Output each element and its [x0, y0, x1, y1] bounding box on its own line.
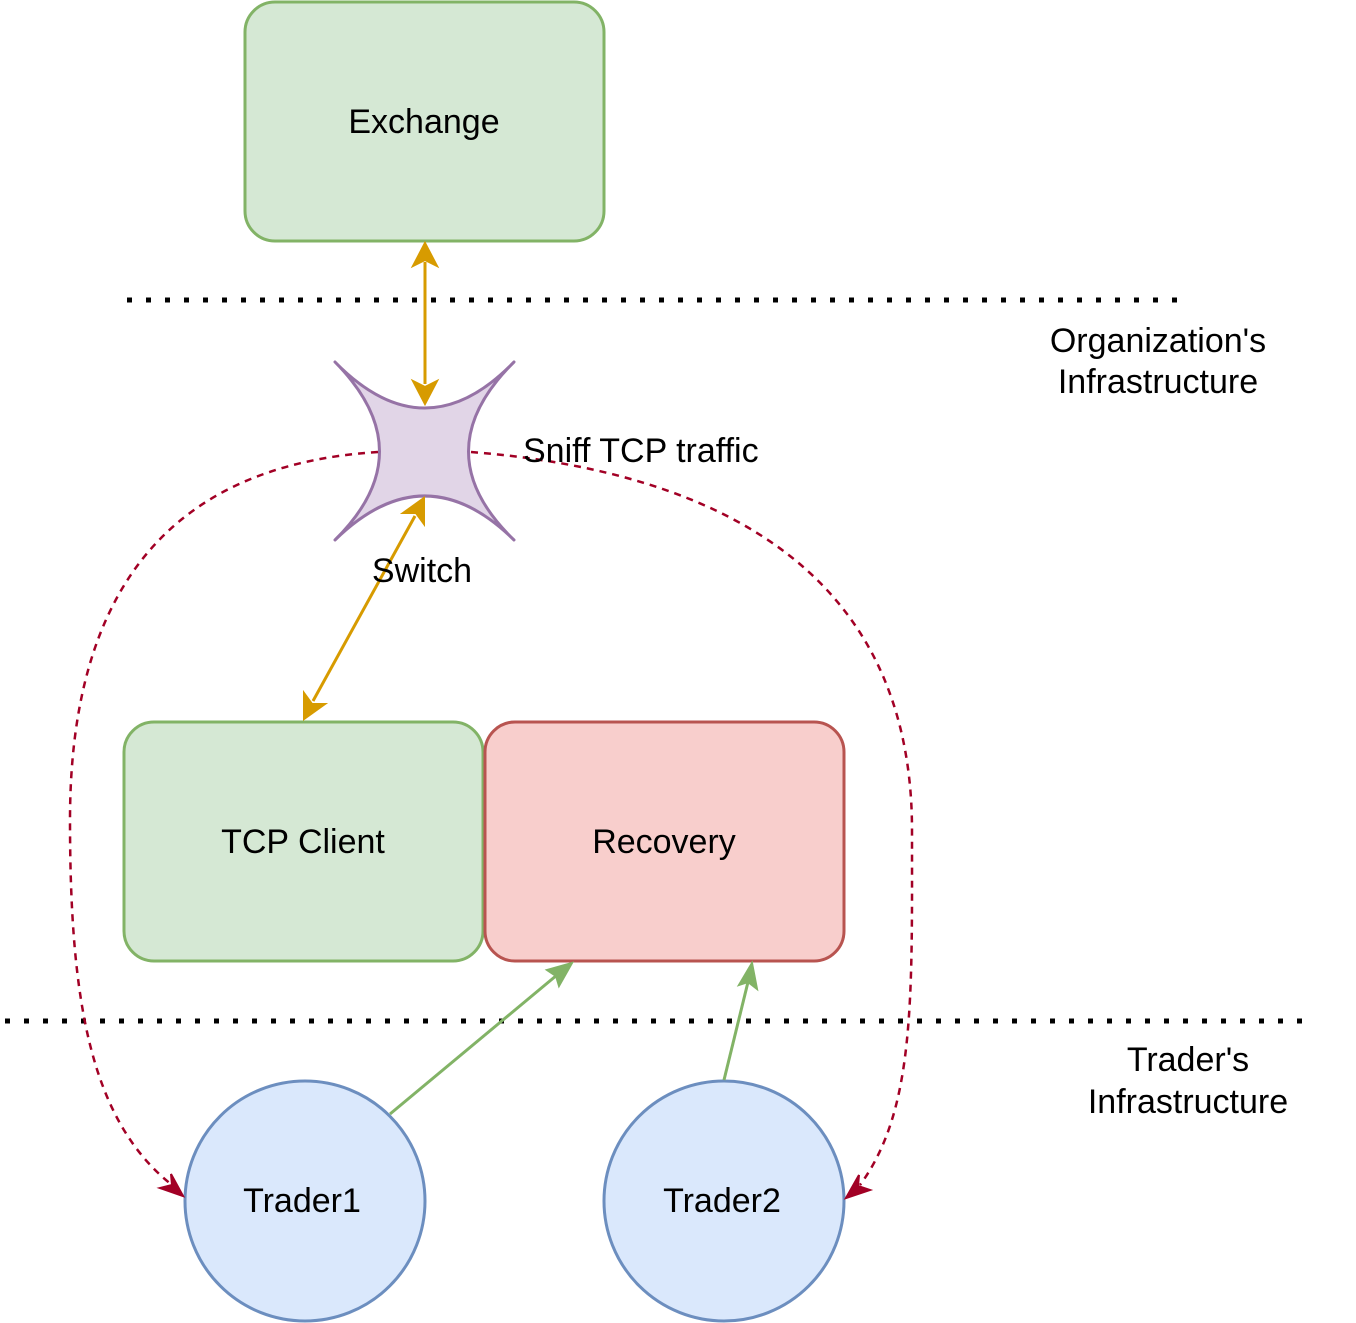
sniff-traffic-label: Sniff TCP traffic: [523, 432, 759, 470]
sniff-to-trader2-link: [470, 450, 914, 1200]
exchange-label: Exchange: [348, 103, 499, 141]
tcp-client-node[interactable]: TCP Client: [122, 720, 485, 963]
org-infra-label-line2: Infrastructure: [1058, 363, 1258, 401]
trader1-recovery-link: [389, 961, 575, 1116]
trader-infra-label-line2: Infrastructure: [1088, 1083, 1288, 1121]
switch-tcpclient-link: [303, 496, 425, 721]
recovery-label: Recovery: [592, 823, 736, 861]
trader-infra-label-line1: Trader's: [1127, 1041, 1249, 1079]
exchange-switch-link: [410, 240, 440, 407]
sniff-to-trader1-link: [68, 450, 379, 1198]
org-infra-label-line1: Organization's: [1050, 322, 1266, 360]
switch-label: Switch: [372, 552, 472, 590]
trader2-label: Trader2: [663, 1182, 781, 1220]
trader2-recovery-link: [722, 960, 759, 1081]
trader2-node[interactable]: Trader2: [602, 1079, 846, 1323]
tcp-client-label: TCP Client: [221, 823, 385, 861]
trader1-label: Trader1: [243, 1182, 361, 1220]
trader1-node[interactable]: Trader1: [183, 1079, 427, 1323]
recovery-node[interactable]: Recovery: [483, 720, 846, 963]
exchange-node[interactable]: Exchange: [243, 0, 606, 243]
switch-node[interactable]: [333, 360, 516, 542]
